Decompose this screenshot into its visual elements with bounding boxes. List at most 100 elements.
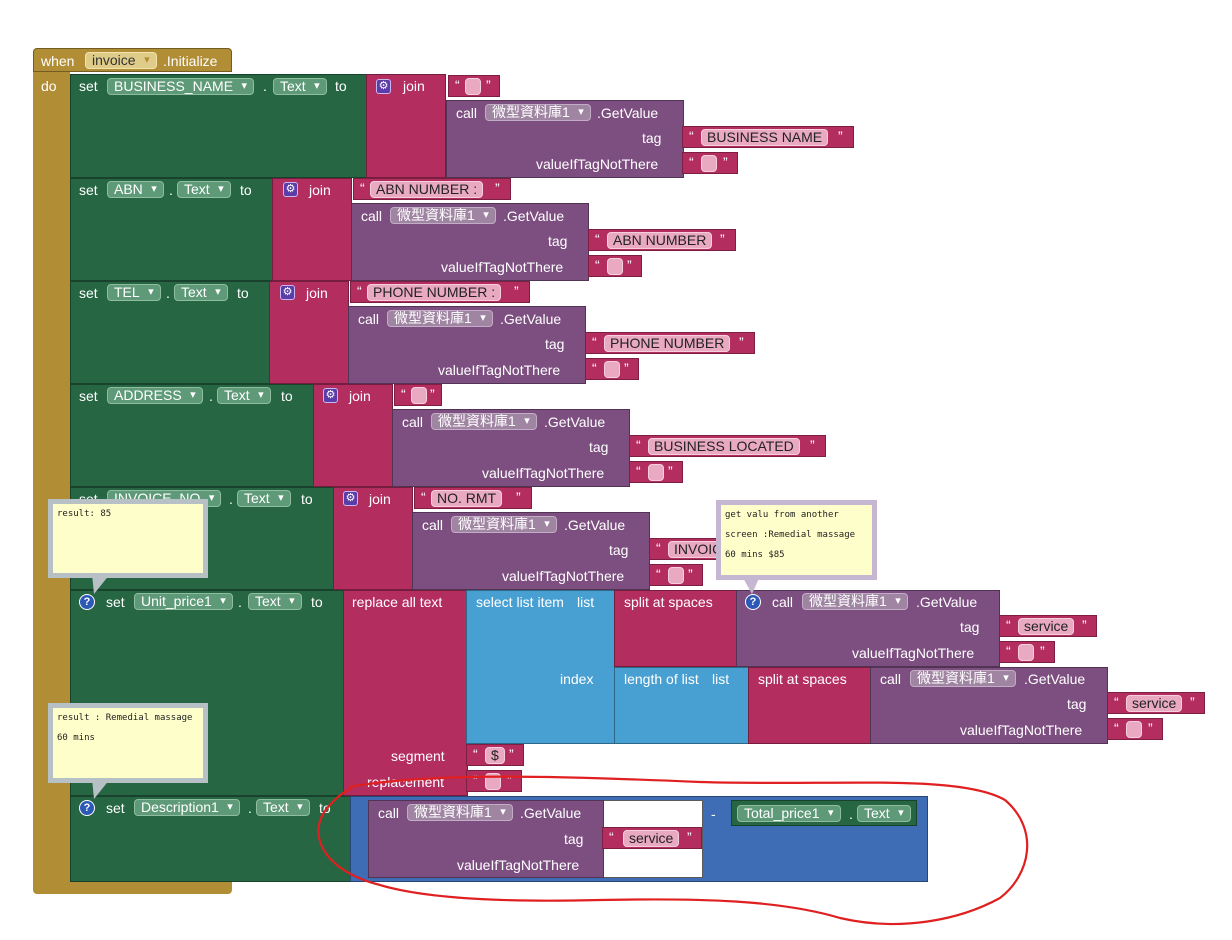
string-literal[interactable]: [1126, 721, 1142, 738]
description-component-dropdown[interactable]: Description1: [134, 799, 240, 816]
string-literal[interactable]: service: [623, 830, 680, 847]
string-literal[interactable]: PHONE NUMBER :: [367, 284, 502, 301]
business-name-component-dropdown[interactable]: BUSINESS_NAME: [107, 78, 255, 95]
help-icon[interactable]: ?: [79, 800, 95, 816]
string-literal[interactable]: [648, 464, 664, 481]
dot-label: .: [263, 78, 267, 94]
string-literal[interactable]: [411, 387, 427, 404]
text-property-dropdown[interactable]: Text: [177, 181, 231, 198]
call-label: call: [402, 414, 424, 430]
string-literal[interactable]: [668, 567, 684, 584]
replace-all-text-label: replace all text: [352, 594, 443, 610]
tinydb-dropdown[interactable]: 微型資料庫1: [910, 670, 1016, 687]
empty-string-block[interactable]: “ ”: [588, 255, 642, 277]
invoice-screen-dropdown[interactable]: invoice: [85, 52, 157, 69]
select-list-item-block[interactable]: [466, 590, 616, 744]
string-literal[interactable]: [607, 258, 623, 275]
text-property-dropdown[interactable]: Text: [273, 78, 327, 95]
tinydb-dropdown[interactable]: 微型資料庫1: [407, 804, 513, 821]
tag-string-block[interactable]: “ service ”: [999, 615, 1097, 637]
gear-icon[interactable]: ⚙: [343, 491, 358, 506]
help-icon[interactable]: ?: [745, 594, 761, 610]
string-literal[interactable]: BUSINESS NAME: [701, 129, 829, 146]
abn-component-dropdown[interactable]: ABN: [107, 181, 164, 198]
string-block[interactable]: “ ”: [448, 75, 500, 97]
getvalue-label: .GetValue: [597, 105, 659, 121]
tinydb-dropdown[interactable]: 微型資料庫1: [802, 593, 908, 610]
dot-label: .: [209, 388, 213, 404]
split-at-spaces-label: split at spaces: [758, 671, 847, 687]
string-literal[interactable]: $: [485, 747, 505, 764]
tag-string-block[interactable]: “ BUSINESS LOCATED ”: [629, 435, 826, 457]
set-tel-block[interactable]: [70, 281, 271, 384]
text-property-dropdown[interactable]: Text: [256, 799, 310, 816]
comment-pointer: [92, 574, 110, 594]
text-property-dropdown[interactable]: Text: [237, 490, 291, 507]
string-literal[interactable]: ABN NUMBER :: [370, 181, 484, 198]
set-abn-block[interactable]: [70, 178, 274, 281]
gear-icon[interactable]: ⚙: [323, 388, 338, 403]
text-property-dropdown[interactable]: Text: [217, 387, 271, 404]
total-price-component-dropdown[interactable]: Total_price1: [737, 805, 841, 822]
tag-string-block[interactable]: “ BUSINESS NAME ”: [682, 126, 854, 148]
empty-string-block[interactable]: “ ”: [1107, 718, 1163, 740]
gear-icon[interactable]: ⚙: [376, 79, 391, 94]
value-if-tag-not-there-label: valueIfTagNotThere: [536, 156, 659, 172]
tinydb-dropdown[interactable]: 微型資料庫1: [431, 413, 537, 430]
split-at-spaces-block[interactable]: [614, 590, 738, 667]
comment-bubble-get-value-note[interactable]: get valu from another screen :Remedial m…: [716, 500, 877, 580]
gear-icon[interactable]: ⚙: [283, 182, 298, 197]
segment-string-block[interactable]: “ $ ”: [466, 744, 524, 766]
string-literal[interactable]: [701, 155, 717, 172]
unit-price-component-dropdown[interactable]: Unit_price1: [134, 593, 233, 610]
comment-bubble-result-85[interactable]: result: 85: [48, 499, 208, 578]
string-literal[interactable]: PHONE NUMBER: [604, 335, 731, 352]
string-literal[interactable]: [604, 361, 620, 378]
initialize-label: .Initialize: [163, 53, 218, 69]
replace-all-text-block[interactable]: [343, 590, 468, 796]
length-of-list-block[interactable]: [614, 667, 750, 744]
minus-operator: -: [711, 806, 716, 822]
tag-string-block[interactable]: “ service ”: [1107, 692, 1205, 714]
text-property-dropdown[interactable]: Text: [174, 284, 228, 301]
tag-string-block[interactable]: “ ABN NUMBER ”: [588, 229, 736, 251]
string-literal[interactable]: INVOIC: [668, 541, 729, 558]
join-block[interactable]: [333, 487, 413, 590]
string-literal[interactable]: [1018, 644, 1034, 661]
tag-string-block[interactable]: “ INVOIC: [649, 538, 729, 560]
string-block[interactable]: “ ABN NUMBER : ”: [353, 178, 511, 200]
string-literal[interactable]: BUSINESS LOCATED: [648, 438, 800, 455]
text-property-dropdown[interactable]: Text: [857, 805, 911, 822]
string-block[interactable]: “ PHONE NUMBER : ”: [350, 281, 530, 303]
tinydb-dropdown[interactable]: 微型資料庫1: [387, 310, 493, 327]
replacement-string-block[interactable]: “ ”: [466, 770, 522, 792]
string-block[interactable]: “ ”: [394, 384, 442, 406]
empty-string-block[interactable]: “ ”: [585, 358, 639, 380]
string-literal[interactable]: ABN NUMBER: [607, 232, 713, 249]
string-literal[interactable]: service: [1126, 695, 1183, 712]
string-literal[interactable]: [485, 773, 501, 790]
tag-string-block[interactable]: “ PHONE NUMBER ”: [585, 332, 755, 354]
text-property-dropdown[interactable]: Text: [248, 593, 302, 610]
string-block[interactable]: “ NO. RMT ”: [414, 487, 532, 509]
empty-string-block[interactable]: “ ”: [682, 152, 738, 174]
tag-string-block[interactable]: “ service ”: [602, 827, 702, 849]
split-at-spaces-block[interactable]: [748, 667, 872, 744]
string-literal[interactable]: NO. RMT: [431, 490, 503, 507]
help-icon[interactable]: ?: [79, 594, 95, 610]
gear-icon[interactable]: ⚙: [280, 285, 295, 300]
list-label: list: [712, 671, 730, 687]
empty-string-block[interactable]: “ ”: [649, 564, 703, 586]
address-component-dropdown[interactable]: ADDRESS: [107, 387, 203, 404]
join-label: join: [369, 491, 391, 507]
comment-bubble-result-remedial[interactable]: result : Remedial massage 60 mins: [48, 703, 208, 783]
getvalue-label: .GetValue: [500, 311, 562, 327]
empty-string-block[interactable]: “ ”: [999, 641, 1055, 663]
string-literal[interactable]: [465, 78, 481, 95]
tinydb-dropdown[interactable]: 微型資料庫1: [485, 104, 591, 121]
tel-component-dropdown[interactable]: TEL: [107, 284, 161, 301]
empty-string-block[interactable]: “ ”: [629, 461, 683, 483]
string-literal[interactable]: service: [1018, 618, 1075, 635]
tinydb-dropdown[interactable]: 微型資料庫1: [390, 207, 496, 224]
tinydb-dropdown[interactable]: 微型資料庫1: [451, 516, 557, 533]
